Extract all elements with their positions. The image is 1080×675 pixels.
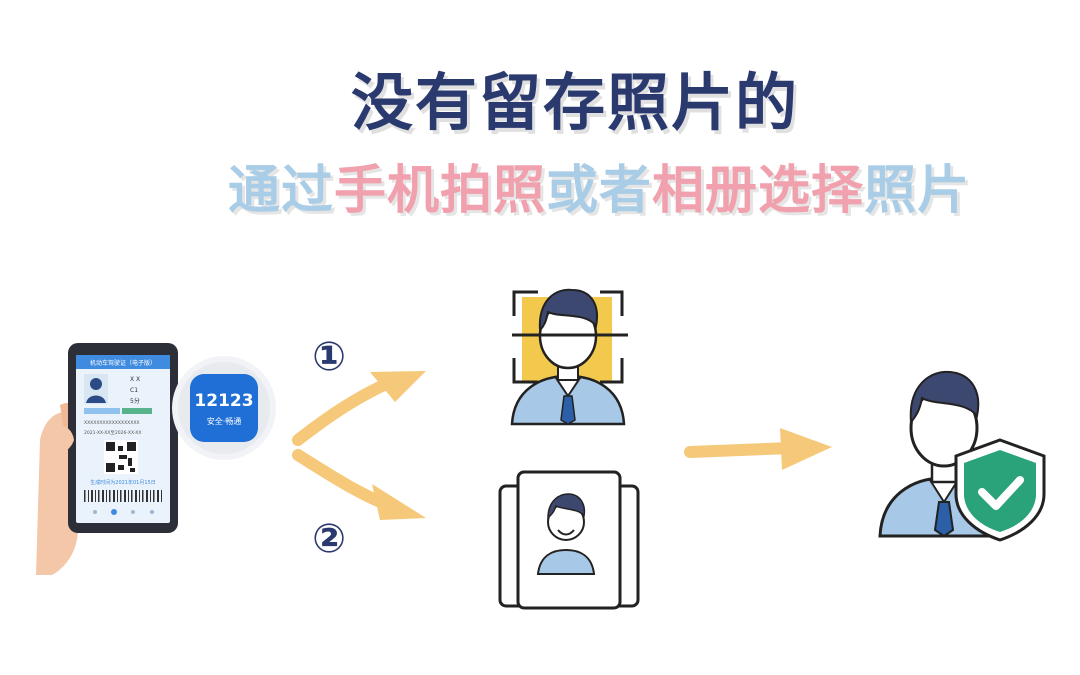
subtitle-segment-5: 照片 <box>864 161 971 221</box>
face-scan-illustration <box>510 288 628 426</box>
page-title: 没有留存照片的 <box>350 66 799 139</box>
arrow-right <box>684 428 832 470</box>
phone-id-line: XXXXXXXXXXXXXXXXXX <box>84 420 140 426</box>
step-one-label: ① <box>312 334 346 380</box>
subtitle-segment-4: 相册选择 <box>652 161 865 221</box>
subtitle-segment-2: 手机拍照 <box>334 161 547 221</box>
qr-code <box>104 440 138 474</box>
arrow-lower <box>292 449 426 520</box>
phone-row-2: C1 <box>130 387 138 394</box>
subtitle-segment-1: 通过 <box>228 161 335 221</box>
page-subtitle: 通过手机拍照或者相册选择照片 <box>228 148 970 223</box>
phone-hand-illustration: 机动车驾驶证（电子版） X X C1 5分 XXXXXXXXXXXXXXXXXX… <box>36 343 178 575</box>
app-badge: 12123 安全·畅通 <box>172 356 276 460</box>
phone-row-1: X X <box>130 376 140 383</box>
barcode <box>84 490 162 502</box>
app-badge-number: 12123 <box>194 391 253 411</box>
verified-person-illustration <box>878 370 1046 542</box>
app-badge-slogan: 安全·畅通 <box>207 416 242 426</box>
subtitle-segment-3: 或者 <box>546 161 653 221</box>
step-two-label: ② <box>312 516 346 562</box>
phone-footer: 生成时间为2021年01月15日 <box>90 479 155 486</box>
arrow-upper <box>292 371 426 446</box>
phone-date-line: 2021-XX-XX至2026-XX-XX <box>84 430 141 436</box>
shield-check-icon <box>954 438 1046 542</box>
phone-row-3: 5分 <box>130 397 140 405</box>
app-icon <box>190 374 258 442</box>
phone-screen-header: 机动车驾驶证（电子版） <box>90 359 156 367</box>
photo-album-illustration <box>498 470 640 610</box>
